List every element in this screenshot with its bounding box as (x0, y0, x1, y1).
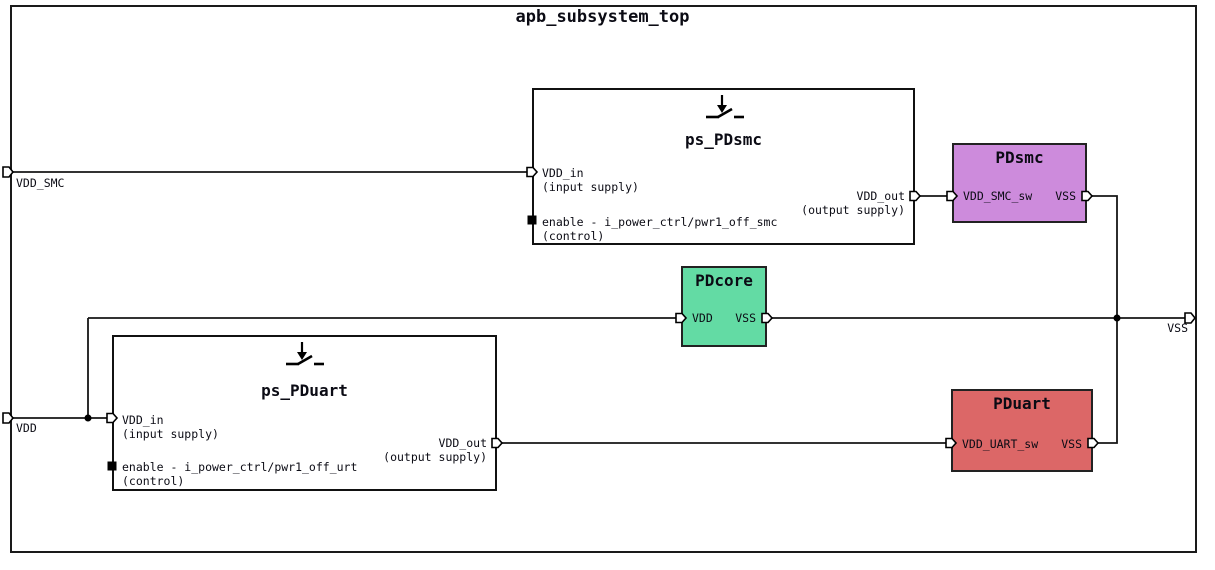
port-pin-vdd-smc[interactable] (2, 166, 15, 178)
pin-type-output-supply: (output supply) (801, 203, 905, 217)
pin-label-vdd-out: VDD_out (438, 436, 487, 450)
block-pdsmc[interactable]: PDsmc VDD_SMC_sw VSS (952, 143, 1087, 223)
block-title-pduart: PDuart (993, 394, 1051, 413)
pin-label-vss: VSS (735, 311, 756, 325)
pin-pdcore-vss[interactable] (761, 312, 774, 324)
pin-label-enable: enable - i_power_ctrl/pwr1_off_urt (122, 460, 358, 474)
pin-label-vss: VSS (1061, 437, 1082, 451)
junction-dot-vdd (84, 414, 92, 422)
port-label-vdd: VDD (16, 421, 37, 435)
block-title-pdcore: PDcore (695, 271, 753, 290)
pin-label-vss: VSS (1055, 189, 1076, 203)
port-label-vdd-smc: VDD_SMC (16, 176, 65, 190)
pin-ps-pduart-enable[interactable] (107, 461, 117, 471)
pin-label-vdd-in: VDD_in (122, 413, 164, 427)
module-title: apb_subsystem_top (515, 7, 690, 27)
port-pin-vdd[interactable] (2, 412, 15, 424)
pin-label-vdd-smc-sw: VDD_SMC_sw (963, 189, 1033, 203)
wire-pduart-vss[interactable] (1098, 318, 1118, 444)
pin-ps-pduart-vdd-out[interactable] (491, 437, 504, 449)
pin-ps-pdsmc-vdd-in[interactable] (526, 166, 539, 178)
pin-type-control: (control) (122, 474, 185, 488)
pin-pduart-vss[interactable] (1087, 437, 1100, 449)
pin-pdsmc-vss[interactable] (1081, 190, 1094, 202)
pin-pdsmc-vdd-smc-sw[interactable] (946, 190, 959, 202)
block-ps-pdsmc[interactable]: ps_PDsmc VDD_in (input supply) enable - … (532, 88, 915, 245)
pin-label-enable: enable - i_power_ctrl/pwr1_off_smc (542, 215, 778, 229)
pin-type-input-supply: (input supply) (122, 427, 219, 441)
block-title-pdsmc: PDsmc (995, 148, 1044, 167)
block-pduart[interactable]: PDuart VDD_UART_sw VSS (951, 389, 1093, 472)
block-pdcore[interactable]: PDcore VDD VSS (681, 266, 767, 347)
block-title-ps-pdsmc: ps_PDsmc (684, 130, 763, 149)
pin-pdcore-vdd[interactable] (675, 312, 688, 324)
port-label-vss: VSS (1167, 321, 1188, 335)
pin-type-control: (control) (542, 229, 605, 243)
pin-ps-pduart-vdd-in[interactable] (106, 412, 119, 424)
pin-pduart-vdd-uart-sw[interactable] (945, 437, 958, 449)
block-title-ps-pduart: ps_PDuart (261, 381, 348, 400)
power-switch-icon (706, 95, 744, 119)
pin-label-vdd-uart-sw: VDD_UART_sw (962, 437, 1039, 451)
pin-type-output-supply: (output supply) (383, 450, 487, 464)
pin-ps-pdsmc-vdd-out[interactable] (909, 190, 922, 202)
pin-type-input-supply: (input supply) (542, 180, 639, 194)
wire-pdsmc-vss[interactable] (1092, 195, 1118, 318)
pin-label-vdd-in: VDD_in (542, 166, 584, 180)
pin-label-vdd: VDD (692, 311, 713, 325)
pin-label-vdd-out: VDD_out (856, 189, 905, 203)
port-pin-vss[interactable] (1184, 312, 1197, 324)
power-switch-icon (286, 342, 324, 366)
junction-dot-vss (1113, 314, 1121, 322)
pin-ps-pdsmc-enable[interactable] (527, 215, 537, 225)
